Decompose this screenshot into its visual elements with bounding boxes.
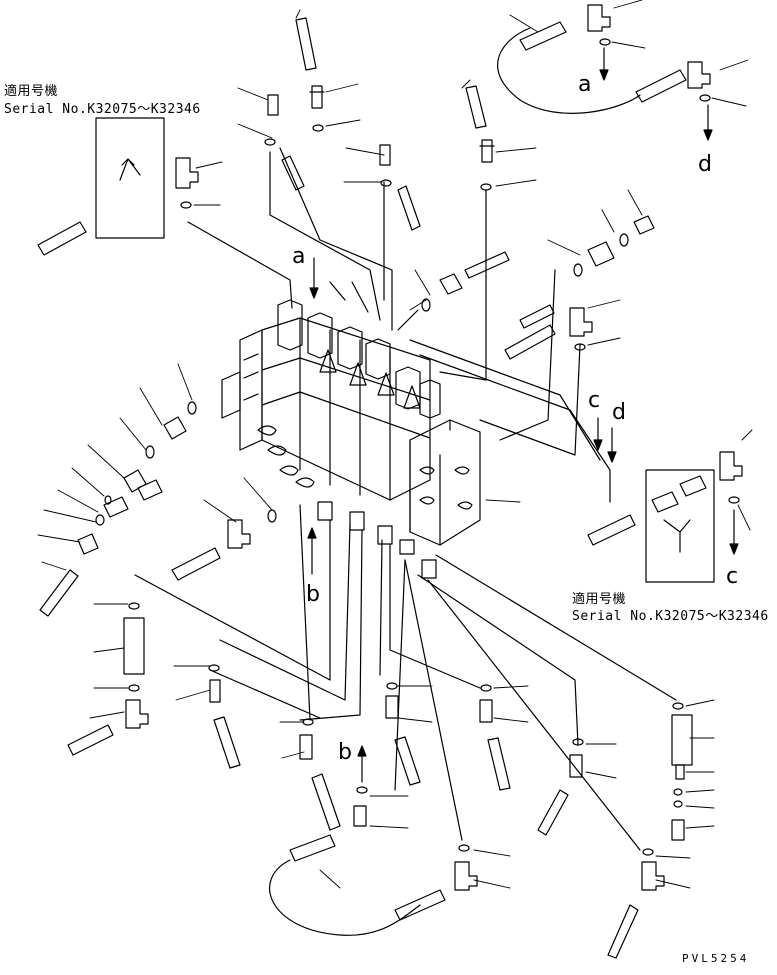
ref-letter-d-top: d: [698, 152, 712, 177]
ref-letter-c-main: c: [588, 388, 601, 413]
ref-letter-d-main: d: [612, 400, 626, 425]
inset-box-left: [95, 117, 165, 239]
drawing-code: PVL5254: [682, 952, 750, 965]
serial-note-top-serial: Serial No.K32075～K32346: [4, 102, 201, 117]
fittings: [77, 4, 743, 891]
ref-letter-b-main: b: [306, 582, 320, 607]
hose-assemblies: [37, 17, 687, 959]
serial-note-right-serial: Serial No.K32075～K32346: [572, 609, 769, 624]
inset-box-right: [645, 469, 715, 583]
control-valve-body: [221, 299, 481, 579]
reference-arrows: [307, 47, 739, 783]
serial-note-top-applies: 適用号機: [4, 84, 59, 99]
ref-letter-a-main: a: [292, 244, 306, 269]
ref-letter-c-right: c: [726, 564, 739, 589]
routing-lines: [134, 147, 677, 851]
ref-letter-a-top: a: [578, 72, 592, 97]
ref-letter-b-bottom: b: [338, 740, 352, 765]
serial-note-right-applies: 適用号機: [572, 592, 627, 607]
callout-leaders: [37, 0, 753, 889]
